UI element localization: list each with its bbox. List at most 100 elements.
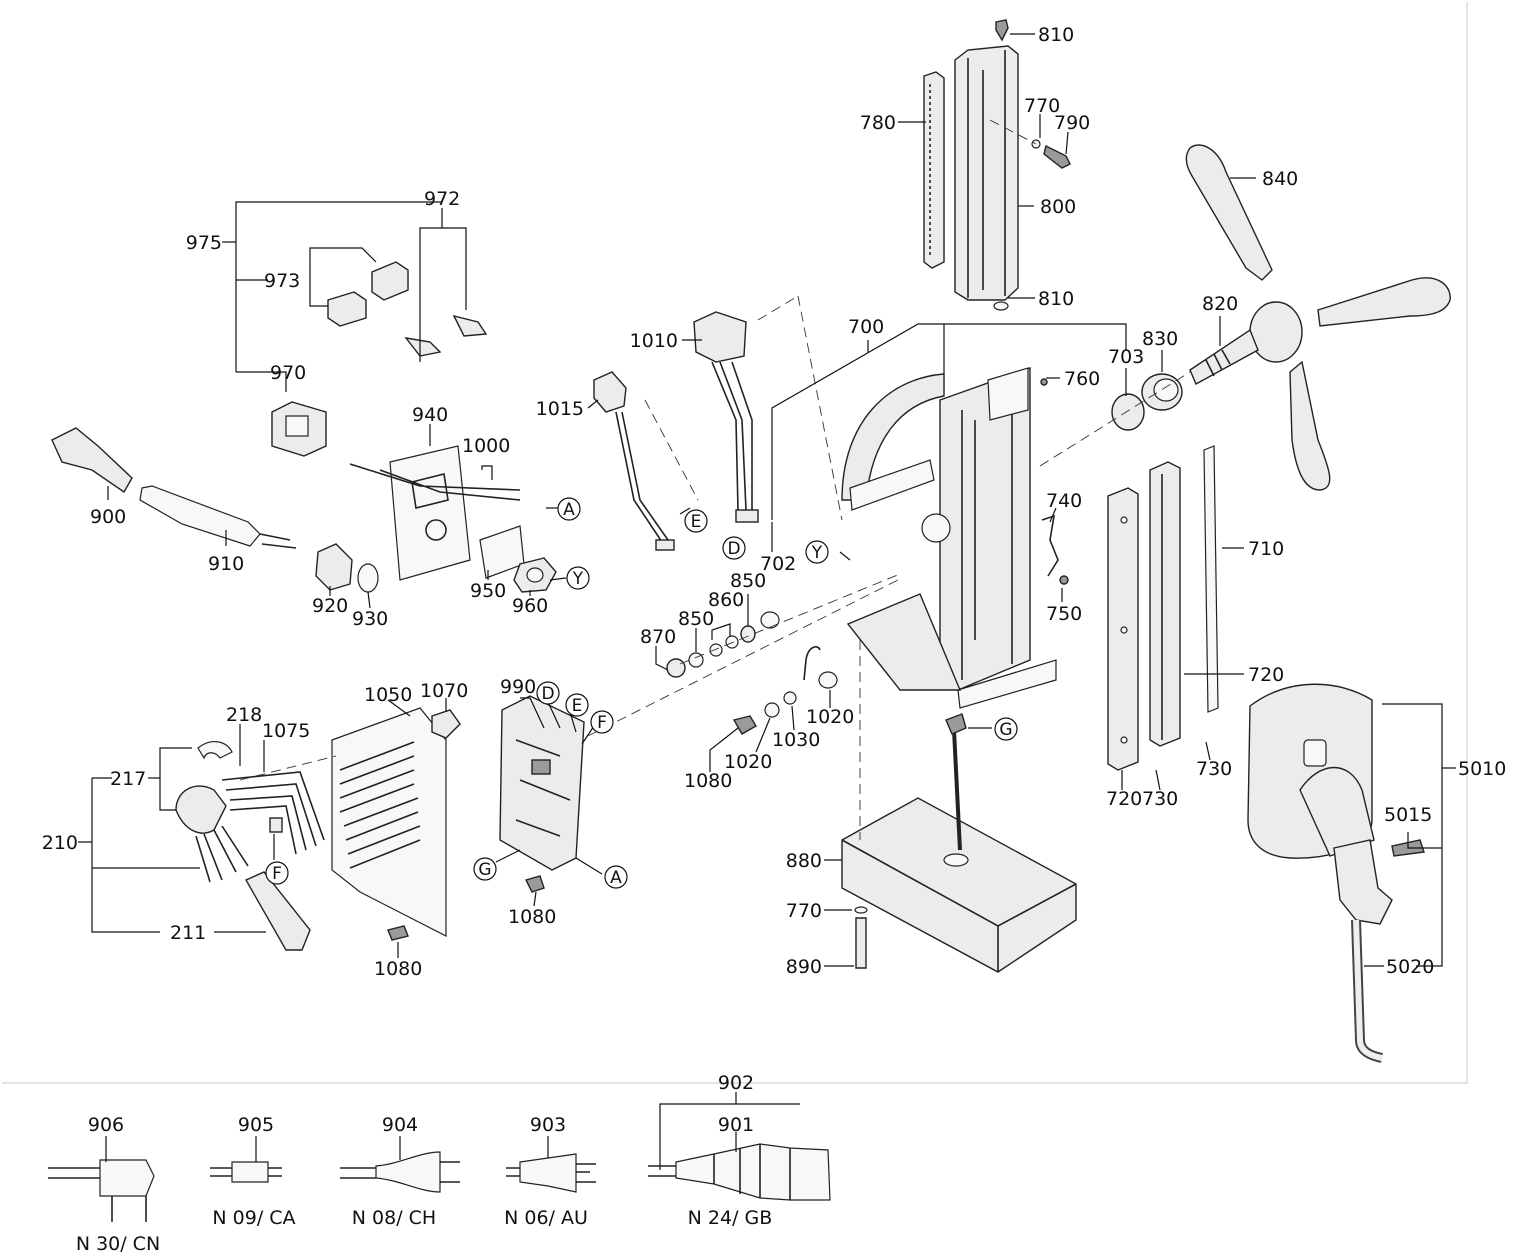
grommet-217 xyxy=(175,785,227,834)
svg-text:F: F xyxy=(272,864,282,884)
callout-720-bottom: 720 xyxy=(1106,788,1142,810)
callout-1030: 1030 xyxy=(772,729,820,751)
handle-right xyxy=(1317,277,1451,327)
svg-text:G: G xyxy=(999,720,1012,740)
callout-900: 900 xyxy=(90,506,126,528)
callout-880: 880 xyxy=(786,850,822,872)
nut-870 xyxy=(666,658,686,678)
lamp-1015 xyxy=(593,371,627,413)
svg-text:A: A xyxy=(610,868,622,888)
callout-703: 703 xyxy=(1108,346,1144,368)
callout-906: 906 xyxy=(88,1114,124,1136)
connector-Y-nut: Y xyxy=(566,566,590,590)
callout-820: 820 xyxy=(1202,293,1238,315)
callout-902: 902 xyxy=(718,1072,754,1094)
pcb-990 xyxy=(499,695,585,871)
screw-790 xyxy=(1043,144,1071,169)
callout-740: 740 xyxy=(1046,490,1082,512)
connector-G-pcb: G xyxy=(473,857,497,881)
plug-900 xyxy=(51,427,133,494)
connector-F-pcb: F xyxy=(590,710,614,734)
washer-1020b xyxy=(764,702,780,718)
switch-1010 xyxy=(693,311,747,363)
spring-740 xyxy=(1041,514,1059,577)
callout-5015: 5015 xyxy=(1384,804,1432,826)
connector-E-lamp: E xyxy=(684,509,708,533)
base-880 xyxy=(841,797,1077,973)
svg-text:D: D xyxy=(541,684,554,704)
callout-850-left: 850 xyxy=(678,608,714,630)
connector-E-pcb: E xyxy=(565,693,589,717)
handle-lower xyxy=(1289,360,1331,491)
wire-1000 xyxy=(349,463,521,501)
callout-960: 960 xyxy=(512,595,548,617)
bushing-703 xyxy=(1111,393,1145,431)
callout-702: 702 xyxy=(760,553,796,575)
callout-780: 780 xyxy=(860,112,896,134)
callout-830: 830 xyxy=(1142,328,1178,350)
callout-1050: 1050 xyxy=(364,684,412,706)
sleeve-211 xyxy=(245,871,311,951)
callout-211: 211 xyxy=(170,922,206,944)
screw-1080b xyxy=(524,875,545,893)
plug-905 xyxy=(231,1161,269,1183)
plate-940 xyxy=(389,445,471,581)
screw-750 xyxy=(1059,575,1069,585)
callout-1020-left: 1020 xyxy=(724,751,772,773)
rail-720-right xyxy=(1149,461,1181,747)
screw-1080a xyxy=(732,715,757,735)
plug-label-au: N 06/ AU xyxy=(504,1207,588,1229)
svg-text:Y: Y xyxy=(572,569,584,589)
connector-972a xyxy=(404,337,442,357)
connector-D-switch: D xyxy=(722,536,746,560)
connector-972b xyxy=(452,314,488,337)
terminal-973a xyxy=(371,261,409,301)
column-assembly xyxy=(923,19,1071,311)
bushing-702 xyxy=(760,611,780,629)
callout-210: 210 xyxy=(42,832,78,854)
ring-930 xyxy=(357,563,379,593)
svg-text:D: D xyxy=(727,539,740,559)
screw-810-bottom xyxy=(993,301,1009,311)
washer-860 xyxy=(709,643,723,657)
rack-780 xyxy=(923,71,945,269)
cable-1020 xyxy=(803,646,821,681)
callout-790: 790 xyxy=(1054,112,1090,134)
plug-label-ch: N 08/ CH xyxy=(352,1207,436,1229)
screw-1080c xyxy=(387,925,409,941)
plug-903 xyxy=(519,1153,577,1193)
callout-700: 700 xyxy=(848,316,884,338)
svg-text:E: E xyxy=(691,512,702,532)
svg-text:E: E xyxy=(572,696,583,716)
svg-text:F: F xyxy=(597,713,607,733)
callout-1080-center: 1080 xyxy=(684,770,732,792)
connector-F xyxy=(269,817,283,833)
callout-973: 973 xyxy=(264,270,300,292)
callout-972: 972 xyxy=(424,188,460,210)
screw-810-top xyxy=(995,19,1009,42)
plug-906 xyxy=(99,1159,155,1197)
connector-G-base: G xyxy=(994,717,1018,741)
nut-1070 xyxy=(431,709,461,739)
callout-1075: 1075 xyxy=(262,720,310,742)
connector-D-pcb: D xyxy=(536,681,560,705)
callout-950: 950 xyxy=(470,580,506,602)
callout-890: 890 xyxy=(786,956,822,978)
svg-text:A: A xyxy=(563,500,575,520)
callout-1080-cover: 1080 xyxy=(374,958,422,980)
callout-770-bottom: 770 xyxy=(786,900,822,922)
callout-990: 990 xyxy=(500,676,536,698)
callout-860: 860 xyxy=(708,589,744,611)
callout-1010: 1010 xyxy=(630,330,678,352)
callout-labels: 810 810 770 790 780 800 840 820 830 703 … xyxy=(42,24,1507,1255)
strip-710 xyxy=(1203,445,1219,713)
chuck xyxy=(1333,839,1393,925)
handle-840 xyxy=(1185,144,1273,281)
callout-810-bottom: 810 xyxy=(1038,288,1074,310)
leader-lines xyxy=(78,33,1456,967)
callout-770-top: 770 xyxy=(1024,95,1060,117)
callout-975: 975 xyxy=(186,232,222,254)
callout-217: 217 xyxy=(110,768,146,790)
plug-901 xyxy=(675,1143,831,1201)
cable-910 xyxy=(139,485,261,547)
